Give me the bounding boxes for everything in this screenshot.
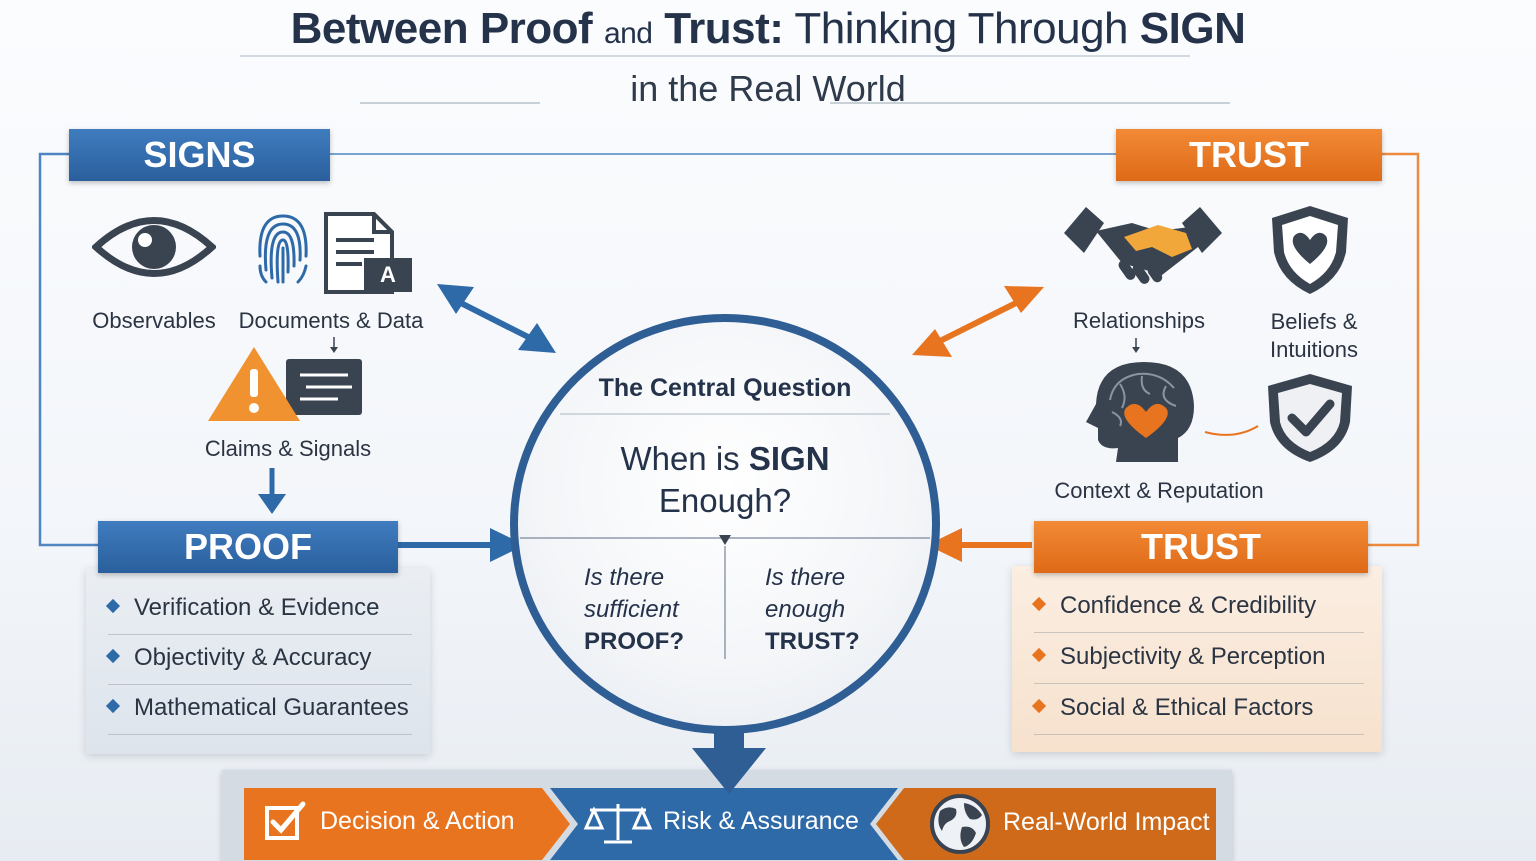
central-question-line2: Enough? xyxy=(658,482,792,519)
diamond-bullet-icon xyxy=(105,598,121,613)
head-heart-icon xyxy=(1086,362,1194,462)
trust-question: Is there enough TRUST? xyxy=(765,562,860,658)
trust-question-line1: Is there xyxy=(765,564,846,591)
title-rules xyxy=(240,55,1230,104)
outcome-bar-segments xyxy=(244,788,1216,860)
central-question-heading: The Central Question xyxy=(598,374,852,402)
proof-item-text: Objectivity & Accuracy xyxy=(134,644,372,671)
diamond-bullet-icon xyxy=(1031,596,1047,611)
globe-icon xyxy=(930,794,990,854)
title-sign: SIGN xyxy=(1139,4,1246,53)
intuitions-line: Intuitions xyxy=(1269,337,1359,362)
proof-question-line1: Is there xyxy=(584,564,665,591)
fingerprint-icon xyxy=(258,214,308,284)
diamond-bullet-icon xyxy=(105,698,121,713)
page-subtitle: in the Real World xyxy=(630,68,906,109)
trust-item: Confidence & Credibility xyxy=(1031,582,1364,633)
trust-item-text: Subjectivity & Perception xyxy=(1060,643,1326,670)
claims-signals-label: Claims & Signals xyxy=(204,436,372,461)
context-reputation-label: Context & Reputation xyxy=(1054,478,1264,503)
real-world-impact-label: Real-World Impact xyxy=(1003,808,1210,836)
signs-header: SIGNS xyxy=(69,129,330,181)
document-icon xyxy=(324,212,412,294)
page-title: Between Proof and Trust: Thinking Throug… xyxy=(0,4,1536,54)
title-part-trust: Trust: xyxy=(664,4,784,53)
trust-top-header: TRUST xyxy=(1116,129,1382,181)
diamond-bullet-icon xyxy=(1031,698,1047,713)
handshake-icon xyxy=(1064,207,1222,284)
trust-item: Subjectivity & Perception xyxy=(1031,633,1364,684)
title-part-proof: Between Proof xyxy=(290,4,593,53)
shield-heart-icon xyxy=(1272,206,1348,294)
title-and: and xyxy=(603,17,653,50)
central-question-circle xyxy=(510,314,940,734)
risk-assurance-label: Risk & Assurance xyxy=(663,807,859,835)
proof-item: Objectivity & Accuracy xyxy=(105,634,412,685)
trust-question-line3: TRUST? xyxy=(765,628,860,655)
trust-question-line2: enough xyxy=(765,596,846,623)
observables-label: Observables xyxy=(92,308,216,333)
proof-header: PROOF xyxy=(98,521,398,573)
proof-question-line2: sufficient xyxy=(584,596,679,623)
scales-icon xyxy=(583,804,653,844)
central-question-line1: When is SIGN xyxy=(510,440,940,478)
proof-question-line3: PROOF? xyxy=(584,628,684,655)
beliefs-intuitions-label: Beliefs & Intuitions xyxy=(1250,308,1378,364)
central-circle-dividers xyxy=(520,413,930,659)
question-pre: When is xyxy=(620,440,740,477)
documents-data-label: Documents & Data xyxy=(238,308,424,333)
proof-item: Verification & Evidence xyxy=(105,584,412,635)
eye-icon xyxy=(92,217,216,277)
proof-item-text: Mathematical Guarantees xyxy=(134,694,409,721)
trust-item: Social & Ethical Factors xyxy=(1031,684,1364,735)
trust-item-text: Social & Ethical Factors xyxy=(1060,694,1314,721)
proof-item: Mathematical Guarantees xyxy=(105,684,412,735)
shield-check-icon xyxy=(1268,374,1352,462)
decision-action-label: Decision & Action xyxy=(320,807,515,835)
warning-icon xyxy=(208,347,362,421)
trust-bottom-header: TRUST xyxy=(1034,521,1368,573)
diamond-bullet-icon xyxy=(105,648,121,663)
doc-letter-badge: A xyxy=(380,262,396,287)
question-sign: SIGN xyxy=(748,440,830,477)
title-thinking: Thinking Through xyxy=(794,4,1129,53)
proof-item-text: Verification & Evidence xyxy=(134,594,380,621)
checkbox-icon xyxy=(265,801,306,840)
diamond-bullet-icon xyxy=(1031,647,1047,662)
beliefs-line: Beliefs & xyxy=(1270,309,1358,334)
proof-panel: Verification & Evidence Objectivity & Ac… xyxy=(86,568,430,754)
relationships-label: Relationships xyxy=(1072,308,1206,333)
trust-panel: Confidence & Credibility Subjectivity & … xyxy=(1012,566,1382,752)
trust-item-text: Confidence & Credibility xyxy=(1060,592,1317,619)
proof-question: Is there sufficient PROOF? xyxy=(584,562,684,658)
